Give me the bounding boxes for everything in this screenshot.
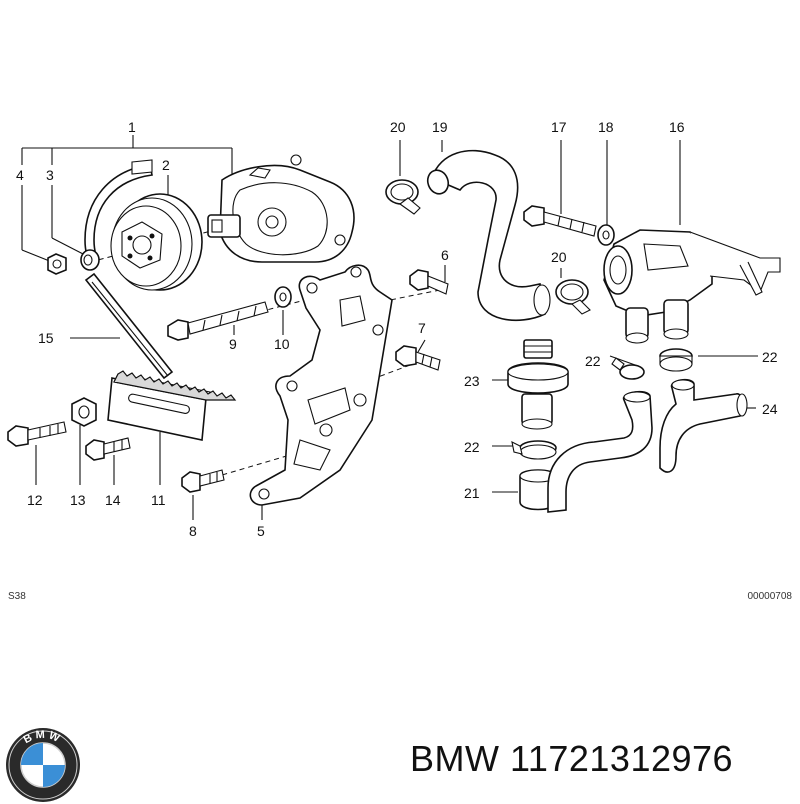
hose-21	[519, 469, 557, 511]
callout-22-lower: 22	[464, 439, 480, 455]
callout-22-left: 22	[585, 353, 601, 369]
callout-17: 17	[551, 119, 567, 135]
callout-13: 13	[70, 492, 86, 508]
leader-lines-right	[399, 140, 758, 493]
leader-lines-left	[21, 135, 446, 520]
thermostat-housing-16	[603, 229, 781, 344]
bolt-17	[523, 205, 597, 237]
bracket-5	[249, 264, 393, 506]
hose-clamp-22-lower	[511, 440, 557, 460]
part-number: 11721312976	[510, 738, 734, 779]
bolt-8	[181, 469, 225, 493]
bolt-7	[395, 345, 441, 371]
nut-13	[71, 397, 97, 427]
callout-12: 12	[27, 492, 43, 508]
callout-24: 24	[762, 401, 778, 417]
callout-11: 11	[151, 492, 166, 508]
hose-24	[547, 378, 748, 513]
callout-3: 3	[46, 167, 54, 183]
callout-14: 14	[105, 492, 121, 508]
power-steering-pump	[207, 154, 355, 263]
bolt-12	[7, 421, 67, 447]
bmw-logo-lettering: BMW	[22, 729, 61, 746]
washer-18	[597, 224, 615, 246]
bolt-6	[409, 269, 449, 295]
pulley	[110, 193, 203, 291]
callout-1: 1	[128, 119, 136, 135]
diagram-number: 00000708	[747, 591, 793, 602]
hose-19	[426, 149, 551, 322]
callout-15: 15	[38, 330, 54, 346]
hose-clamp-20-lower	[555, 279, 591, 315]
callout-10: 10	[274, 336, 290, 352]
washer-3	[80, 249, 100, 271]
callout-4: 4	[16, 167, 24, 183]
hose-clamp-20-upper	[385, 179, 421, 215]
callout-6: 6	[441, 247, 449, 263]
tensioner-plate-11	[107, 370, 237, 441]
callout-2: 2	[162, 157, 170, 173]
callout-9: 9	[229, 336, 237, 352]
callout-labels: 1 2 3 4 5 6 7 8 9 10 11 12 13 14 15 16 1…	[16, 119, 778, 539]
bmw-logo: BMW	[6, 728, 80, 802]
belt-15	[84, 272, 174, 380]
brand-part-number: BMW 11721312976	[410, 738, 733, 780]
hose-clamp-22-right	[659, 348, 693, 372]
callout-20-lower: 20	[551, 249, 567, 265]
callout-21: 21	[464, 485, 480, 501]
svg-text:BMW: BMW	[22, 729, 64, 746]
callout-5: 5	[257, 523, 265, 539]
callout-19: 19	[432, 119, 448, 135]
nut-4	[47, 253, 67, 275]
callout-16: 16	[669, 119, 685, 135]
callout-7: 7	[418, 320, 426, 336]
brand-label: BMW	[410, 738, 500, 779]
bolt-14	[85, 437, 131, 461]
washer-10	[274, 286, 292, 308]
callout-22-right: 22	[762, 349, 778, 365]
valve-23	[507, 339, 569, 430]
callout-23: 23	[464, 373, 480, 389]
bolt-9	[167, 301, 269, 341]
diagram-code: S38	[8, 591, 26, 602]
hose-clamp-22-left	[611, 357, 645, 380]
exploded-parts-diagram: 1 2 3 4 5 6 7 8 9 10 11 12 13 14 15 16 1…	[7, 119, 781, 539]
callout-20-upper: 20	[390, 119, 406, 135]
callout-18: 18	[598, 119, 614, 135]
callout-8: 8	[189, 523, 197, 539]
